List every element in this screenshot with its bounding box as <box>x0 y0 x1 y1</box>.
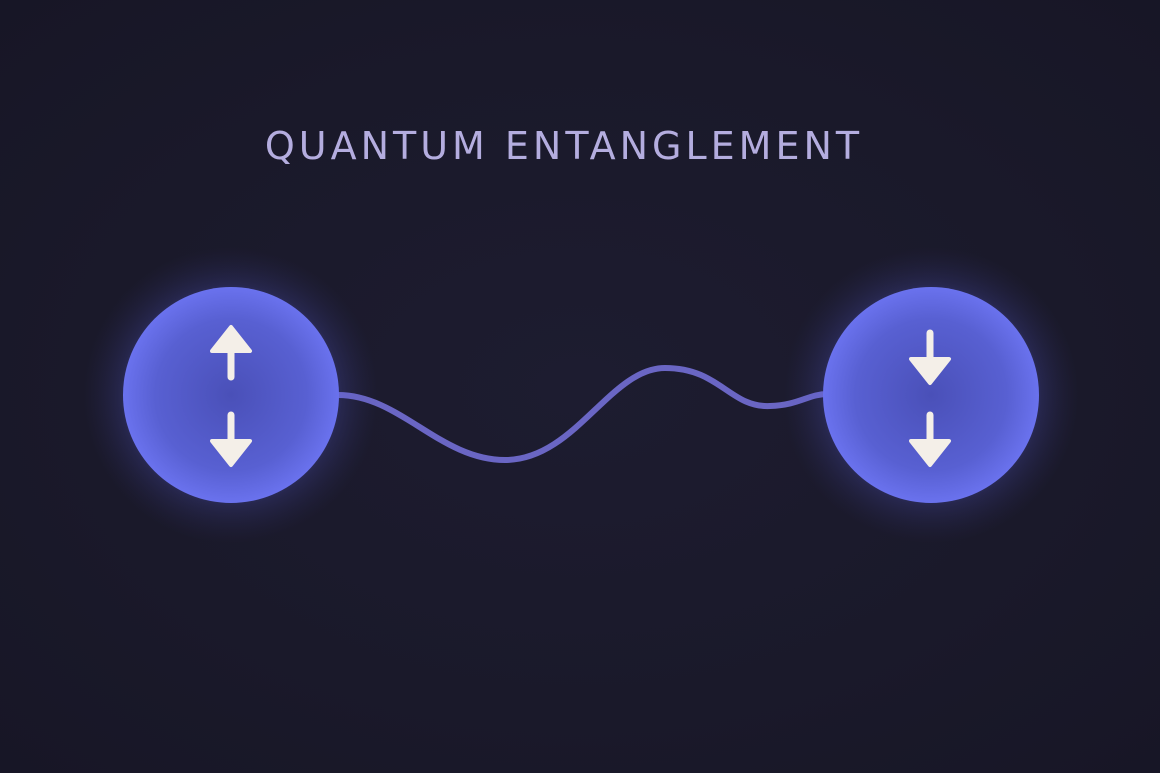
right-particle-body <box>823 287 1039 503</box>
left-particle-body <box>123 287 339 503</box>
entanglement-wave <box>335 364 831 464</box>
left-particle <box>83 247 379 543</box>
right-particle <box>783 247 1079 543</box>
diagram-title: QUANTUM ENTANGLEMENT <box>264 124 864 168</box>
